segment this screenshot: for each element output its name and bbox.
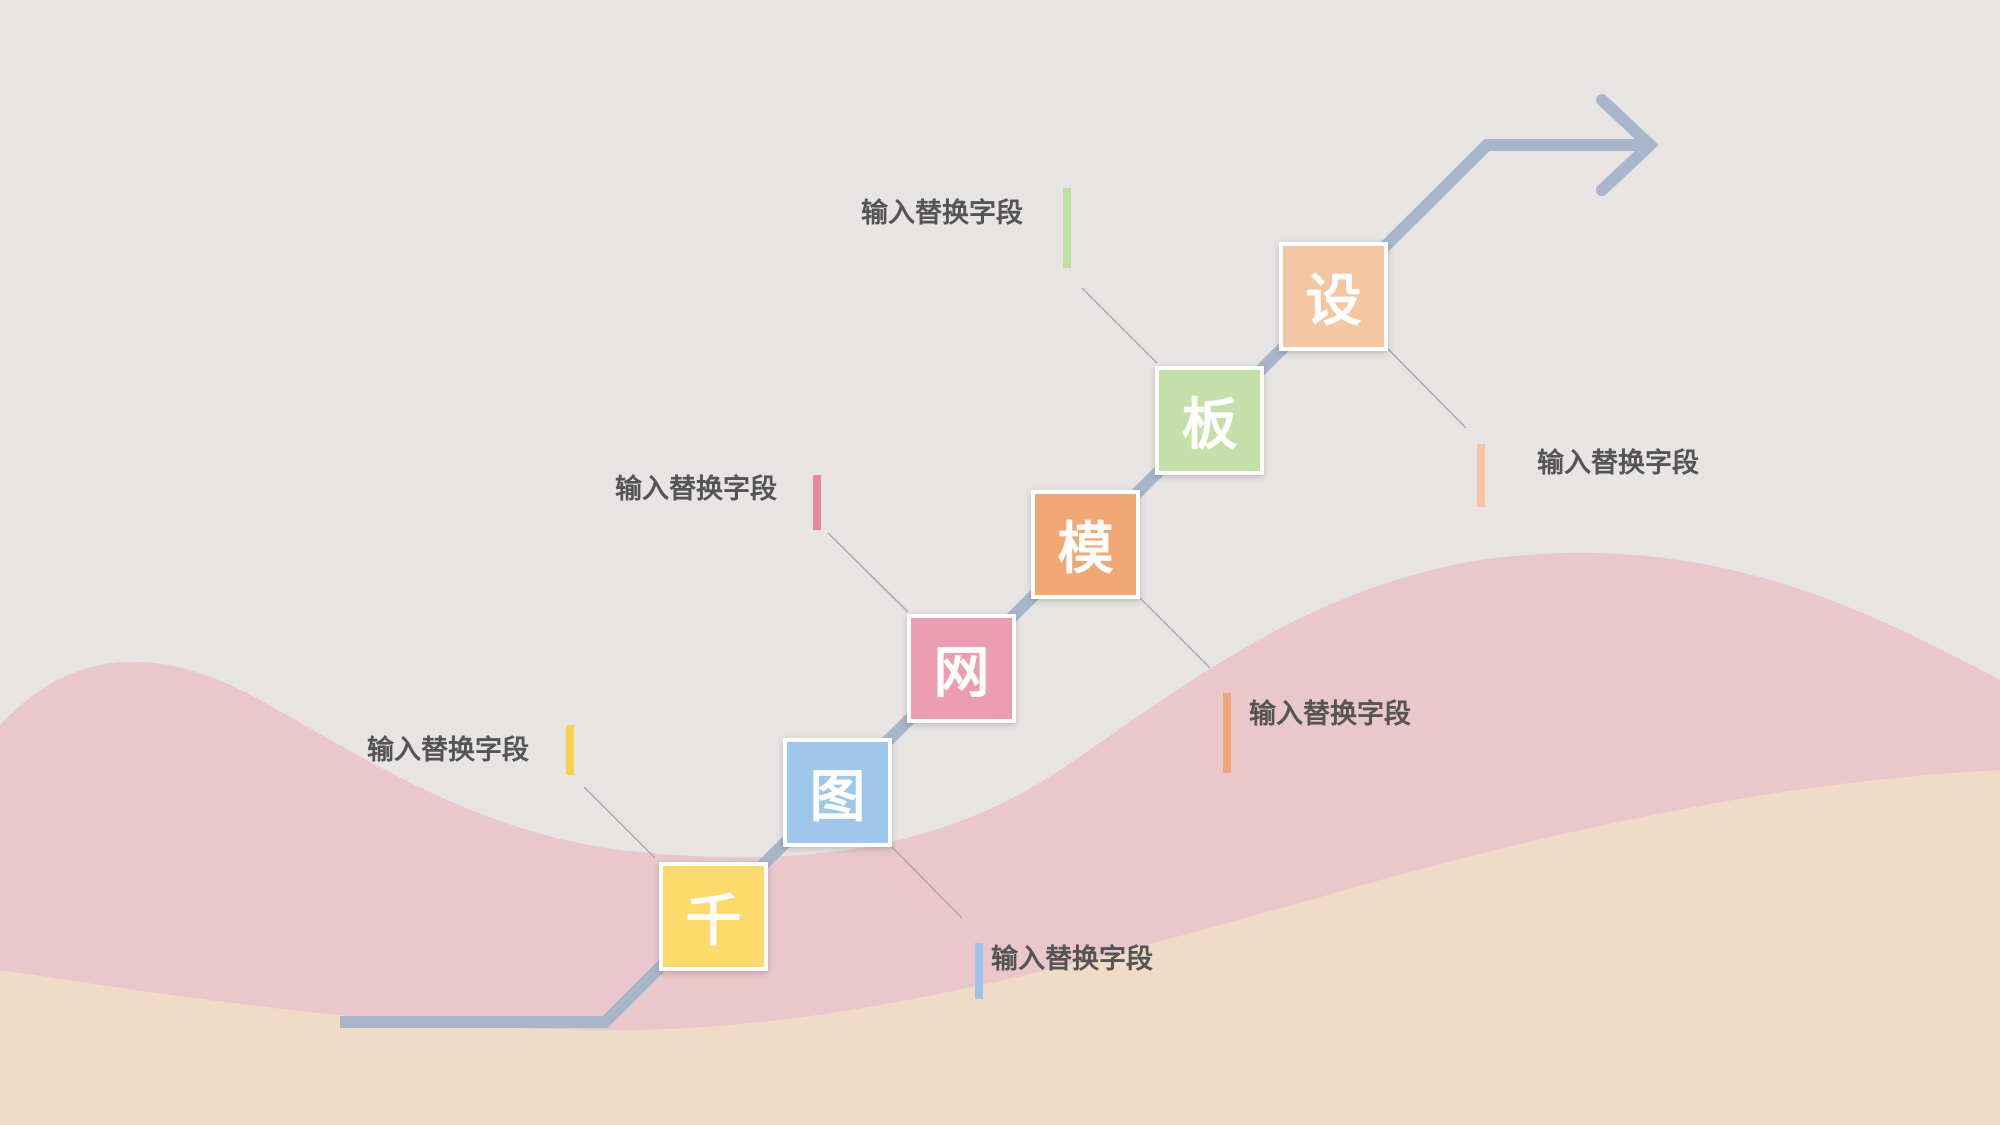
label-1: 输入替换字段 (367, 735, 529, 766)
step-char-6: 设 (1305, 269, 1362, 334)
label-accent-4 (1223, 693, 1231, 773)
step-char-2: 图 (809, 765, 866, 830)
label-5: 输入替换字段 (861, 198, 1023, 229)
step-box-3: 网 (907, 614, 1016, 723)
label-4: 输入替换字段 (1249, 699, 1411, 730)
sand-hill (0, 770, 2000, 1125)
arrow-head-icon (1596, 94, 1659, 196)
step-char-5: 板 (1181, 393, 1238, 458)
label-accent-5 (1063, 188, 1071, 268)
label-3: 输入替换字段 (615, 474, 777, 505)
label-accent-2 (975, 943, 983, 999)
connector-lines (583, 287, 1467, 919)
label-accent-3 (813, 475, 821, 530)
step-char-3: 网 (933, 641, 990, 706)
label-accent-6 (1477, 444, 1485, 507)
step-box-2: 图 (783, 738, 892, 847)
label-2: 输入替换字段 (991, 944, 1153, 975)
step-box-4: 模 (1031, 490, 1140, 599)
label-6: 输入替换字段 (1537, 448, 1699, 479)
step-box-5: 板 (1155, 366, 1264, 475)
step-char-1: 千 (685, 889, 742, 954)
label-accent-1 (566, 725, 574, 775)
step-char-4: 模 (1057, 517, 1114, 582)
step-box-6: 设 (1279, 242, 1388, 351)
step-box-1: 千 (659, 862, 768, 971)
